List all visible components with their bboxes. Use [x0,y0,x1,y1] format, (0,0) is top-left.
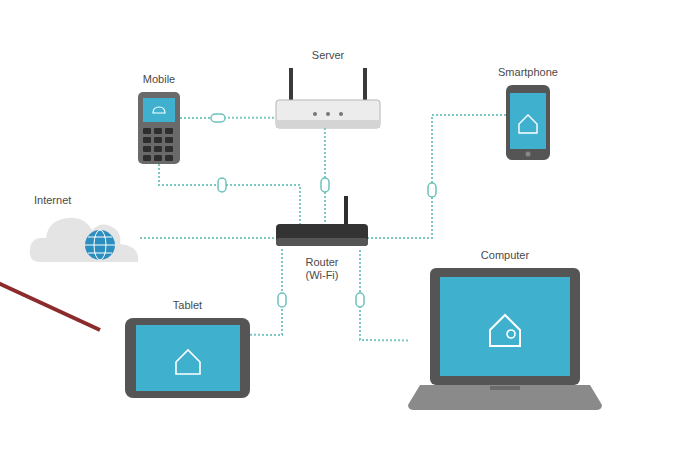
device-label: Router (Wi-Fi) [296,256,348,282]
network-link [159,164,300,224]
device-label: Server [312,49,344,62]
network-link [360,248,408,340]
device-label: Tablet [173,299,202,312]
device-label: Mobile [143,73,175,86]
link-marker [428,183,436,197]
smartphone-icon [506,85,550,160]
server-device: Server [276,68,380,128]
network-link [368,115,506,238]
network-link [324,128,326,224]
device-label: Smartphone [498,66,558,79]
router-icon [276,196,368,246]
computer-device: Computer [408,268,602,410]
laptop-icon [408,268,602,410]
mobile-device: Mobile [138,92,180,164]
cloud-icon [30,218,138,262]
server-icon [276,68,380,128]
tablet-icon [125,318,250,398]
link-marker [278,293,286,307]
network-link [180,117,276,119]
link-marker [211,114,225,122]
link-marker [321,178,329,192]
link-marker [218,178,226,192]
internet-cloud: Internet [32,212,140,262]
device-label: Computer [481,249,529,262]
leader-line [0,283,100,330]
tablet-device: Tablet [125,318,250,398]
mobile-icon [138,92,180,164]
network-link [140,237,276,239]
device-label: Internet [34,194,71,207]
link-marker [356,293,364,307]
router-device: Router (Wi-Fi) [276,224,368,248]
smartphone-device: Smartphone [506,85,550,160]
network-link [250,248,282,335]
